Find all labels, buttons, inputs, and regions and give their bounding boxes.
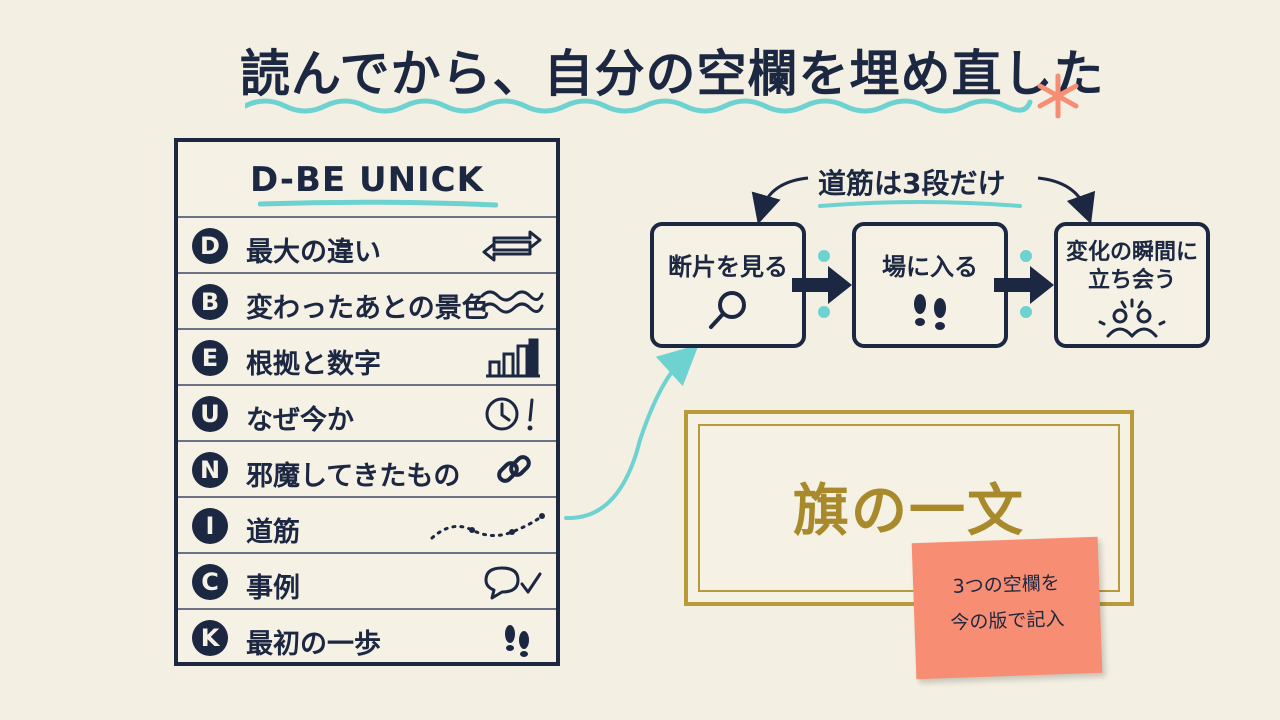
speech-check-icon xyxy=(484,566,542,600)
title-underline xyxy=(245,98,1033,114)
letter-badge-c: C xyxy=(192,564,228,600)
bar-chart-icon xyxy=(486,338,540,378)
footprints-icon xyxy=(505,625,529,657)
flow-dot xyxy=(1020,306,1032,318)
row-label-b: 変わったあとの景色 xyxy=(246,293,489,324)
row-label-i: 道筋 xyxy=(246,517,300,548)
letter-badge-k: K xyxy=(192,620,228,656)
flow-step-2: 場に入る xyxy=(852,222,1008,348)
letter-badge-n: N xyxy=(192,452,228,488)
letter-badge-b: B xyxy=(192,284,228,320)
checklist-panel: D-BE UNICK D 最大の違い B 変わったあとの景色 E 根拠と数字 xyxy=(174,138,560,666)
checklist-row-u: U なぜ今か xyxy=(178,386,556,442)
flow-step-3: 変化の瞬間に 立ち会う xyxy=(1054,222,1210,348)
row-label-d: 最大の違い xyxy=(246,237,381,268)
dotted-path-icon xyxy=(430,513,545,540)
letter-badge-e: E xyxy=(192,340,228,376)
row-label-c: 事例 xyxy=(246,573,300,604)
flow-arrow-1 xyxy=(792,266,852,304)
checklist-row-b: B 変わったあとの景色 xyxy=(178,274,556,330)
asterisk-doodle-icon xyxy=(1037,73,1079,119)
flow-dot xyxy=(818,250,830,262)
checklist-row-n: N 邪魔してきたもの xyxy=(178,442,556,498)
checklist-row-k: K 最初の一歩 xyxy=(178,610,556,666)
flag-sentence-frame: 旗の一文 xyxy=(684,410,1134,606)
checklist-row-c: C 事例 xyxy=(178,554,556,610)
checklist-title-underline xyxy=(258,199,498,208)
row-label-e: 根拠と数字 xyxy=(246,349,381,380)
sticky-note: 3つの空欄を 今の版で記入 xyxy=(911,536,1103,680)
flag-frame-inner-border xyxy=(698,424,1120,592)
magnifier-icon xyxy=(709,291,746,329)
flow-step-3-label-line-2: 立ち会う xyxy=(1087,268,1176,293)
checklist-title: D-BE UNICK xyxy=(250,160,484,200)
sticky-note-line-1: 3つの空欄を xyxy=(952,572,1061,598)
checklist-row-e: E 根拠と数字 xyxy=(178,330,556,386)
people-icon xyxy=(1098,298,1166,338)
row-label-n: 邪魔してきたもの xyxy=(246,461,461,492)
footprints-icon xyxy=(914,294,946,330)
letter-badge-d: D xyxy=(192,228,228,264)
wave-icon xyxy=(480,290,544,314)
flow-step-1-label: 断片を見る xyxy=(668,253,788,281)
clock-exclamation-icon xyxy=(485,397,534,431)
checklist-header: D-BE UNICK xyxy=(178,142,556,218)
flow-heading: 道筋は3段だけ xyxy=(818,167,1006,200)
checklist-row-i: I 道筋 xyxy=(178,498,556,554)
flow-arrow-2 xyxy=(994,266,1054,304)
page-title: 読んでから、自分の空欄を埋め直した xyxy=(240,45,1105,103)
flag-sentence: 旗の一文 xyxy=(793,479,1025,544)
flow-step-2-label: 場に入る xyxy=(882,253,978,281)
chain-link-icon xyxy=(497,455,531,483)
letter-badge-i: I xyxy=(192,508,228,544)
flow-dot xyxy=(818,306,830,318)
flow-dot xyxy=(1020,250,1032,262)
sticky-note-line-2: 今の版で記入 xyxy=(950,608,1065,634)
flow-step-3-label-line-1: 変化の瞬間に xyxy=(1065,240,1198,265)
letter-badge-u: U xyxy=(192,396,228,432)
swap-arrows-icon xyxy=(482,230,542,262)
row-label-u: なぜ今か xyxy=(246,405,354,436)
checklist-row-d: D 最大の違い xyxy=(178,218,556,274)
row-label-k: 最初の一歩 xyxy=(246,629,381,660)
flow-step-1: 断片を見る xyxy=(650,222,806,348)
